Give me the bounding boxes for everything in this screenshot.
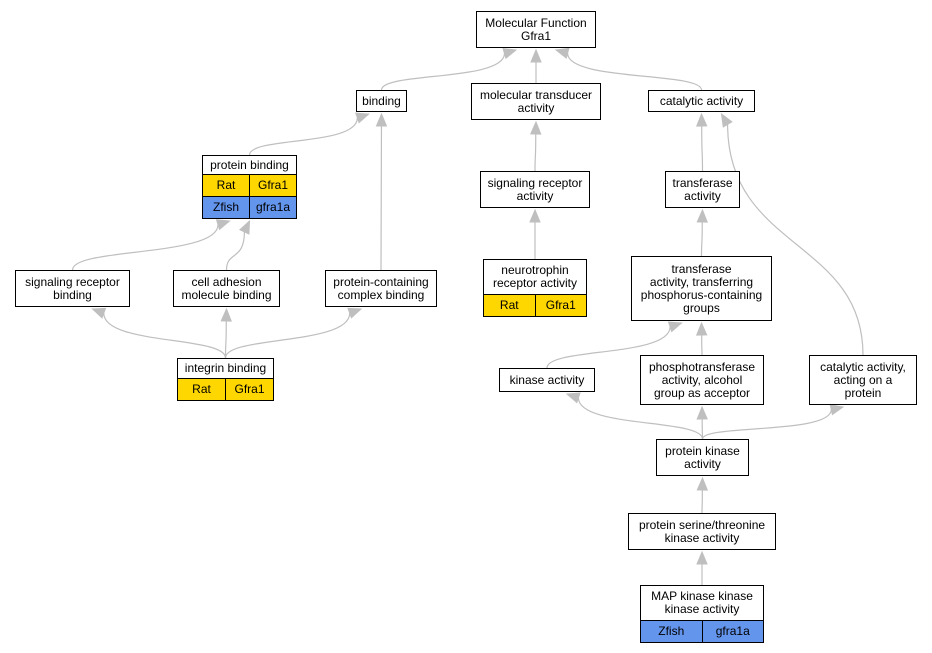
annotation-row: Rat Gfra1 bbox=[178, 378, 273, 400]
term-node-pccb[interactable]: protein-containing complex binding bbox=[325, 270, 437, 307]
annotation-row: Zfish gfra1a bbox=[203, 196, 296, 218]
term-node-pstk[interactable]: protein serine/threonine kinase activity bbox=[628, 513, 776, 550]
term-node-catalytic[interactable]: catalytic activity bbox=[648, 90, 755, 112]
gene-cell[interactable]: Gfra1 bbox=[249, 175, 296, 196]
edge-sra-to-mta bbox=[534, 133, 537, 172]
species-cell[interactable]: Zfish bbox=[212, 200, 239, 214]
term-node-mta[interactable]: molecular transducer activity bbox=[471, 83, 601, 120]
term-label: phosphotransferase activity, alcohol gro… bbox=[648, 359, 756, 400]
term-label: protein kinase activity bbox=[665, 443, 740, 471]
species-cell[interactable]: Rat bbox=[499, 298, 519, 312]
species-cell[interactable]: Rat bbox=[216, 178, 236, 192]
arrowhead bbox=[530, 48, 542, 63]
edge-integrin-to-srb bbox=[103, 313, 227, 359]
arrowhead bbox=[238, 219, 251, 235]
term-node-sra[interactable]: signaling receptor activity bbox=[480, 171, 590, 208]
term-node-ptaa[interactable]: phosphotransferase activity, alcohol gro… bbox=[640, 355, 764, 405]
edge-tatp-to-transferase bbox=[700, 221, 703, 257]
term-node-binding[interactable]: binding bbox=[356, 90, 407, 112]
annotation-row: Rat Gfra1 bbox=[203, 174, 296, 196]
term-label: integrin binding bbox=[184, 361, 267, 375]
annotation-row: Rat Gfra1 bbox=[484, 294, 586, 316]
edge-integrin-to-cam bbox=[224, 320, 227, 359]
edge-transferase-to-catalytic bbox=[701, 125, 704, 172]
edge-cam-to-protein-binding bbox=[225, 231, 246, 271]
arrowhead bbox=[529, 120, 542, 135]
arrowhead bbox=[375, 112, 388, 127]
arrowhead bbox=[554, 47, 570, 59]
edge-caop-to-catalytic bbox=[726, 124, 864, 356]
term-label: catalytic activity, acting on a protein bbox=[820, 359, 906, 400]
term-node-cam[interactable]: cell adhesion molecule binding bbox=[173, 270, 280, 307]
arrowhead bbox=[696, 550, 708, 565]
edge-srb-to-protein-binding bbox=[71, 224, 219, 271]
arrowhead bbox=[347, 307, 363, 319]
term-label: transferase activity, transferring phosp… bbox=[640, 261, 763, 315]
edge-catalytic-to-mf bbox=[566, 53, 703, 91]
arrowhead bbox=[696, 208, 708, 223]
edge-kinase-to-tatp bbox=[546, 326, 671, 369]
term-label: Molecular Function Gfra1 bbox=[485, 15, 587, 43]
edge-pka-to-caop bbox=[701, 409, 832, 440]
arrowhead bbox=[502, 48, 518, 60]
arrowhead bbox=[529, 208, 541, 223]
gene-cell[interactable]: Gfra1 bbox=[534, 295, 587, 316]
annotation-row: Zfish gfra1a bbox=[641, 620, 763, 642]
term-label: binding bbox=[362, 93, 401, 108]
arrowhead bbox=[720, 112, 733, 128]
gene-cell[interactable]: gfra1a bbox=[701, 621, 764, 642]
arrowhead bbox=[695, 321, 708, 336]
term-label: signaling receptor binding bbox=[25, 274, 120, 302]
term-node-mf[interactable]: Molecular Function Gfra1 bbox=[476, 11, 596, 48]
arrowhead bbox=[91, 307, 107, 319]
edge-pka-to-kinase bbox=[577, 397, 704, 440]
edge-binding-to-mf bbox=[380, 53, 506, 91]
edge-protein-binding-to-binding bbox=[248, 117, 359, 156]
arrowhead bbox=[696, 405, 708, 420]
arrowhead bbox=[696, 476, 709, 491]
arrowhead bbox=[220, 307, 232, 322]
edge-integrin-to-pccb bbox=[224, 313, 351, 359]
arrowhead bbox=[667, 321, 683, 333]
arrowhead bbox=[355, 112, 370, 124]
arrowhead bbox=[829, 404, 845, 416]
term-label: protein binding bbox=[210, 157, 289, 172]
term-node-srb[interactable]: signaling receptor binding bbox=[15, 270, 130, 307]
term-label: transferase activity bbox=[672, 175, 733, 203]
term-label: kinase activity bbox=[509, 372, 585, 387]
arrowhead bbox=[215, 219, 231, 231]
term-label: cell adhesion molecule binding bbox=[181, 274, 272, 302]
gene-cell[interactable]: gfra1a bbox=[249, 197, 296, 218]
arrowhead bbox=[695, 112, 708, 127]
term-node-caop[interactable]: catalytic activity, acting on a protein bbox=[809, 355, 917, 405]
gene-cell[interactable]: Gfra1 bbox=[225, 379, 273, 400]
term-label: protein-containing complex binding bbox=[333, 274, 429, 302]
term-label: catalytic activity bbox=[659, 93, 744, 108]
term-node-kinase[interactable]: kinase activity bbox=[499, 368, 595, 392]
term-label: neurotrophin receptor activity bbox=[492, 263, 578, 290]
term-node-tatp[interactable]: transferase activity, transferring phosp… bbox=[631, 256, 772, 321]
term-node-transferase[interactable]: transferase activity bbox=[665, 171, 740, 208]
species-cell[interactable]: Zfish bbox=[658, 624, 685, 638]
term-node-pka[interactable]: protein kinase activity bbox=[656, 439, 749, 476]
species-cell[interactable]: Rat bbox=[192, 382, 211, 396]
term-label: MAP kinase kinase kinase activity bbox=[651, 589, 753, 616]
term-label: signaling receptor activity bbox=[487, 175, 583, 203]
term-label: protein serine/threonine kinase activity bbox=[638, 517, 766, 545]
term-label: molecular transducer activity bbox=[479, 87, 593, 115]
arrowhead bbox=[565, 392, 581, 404]
